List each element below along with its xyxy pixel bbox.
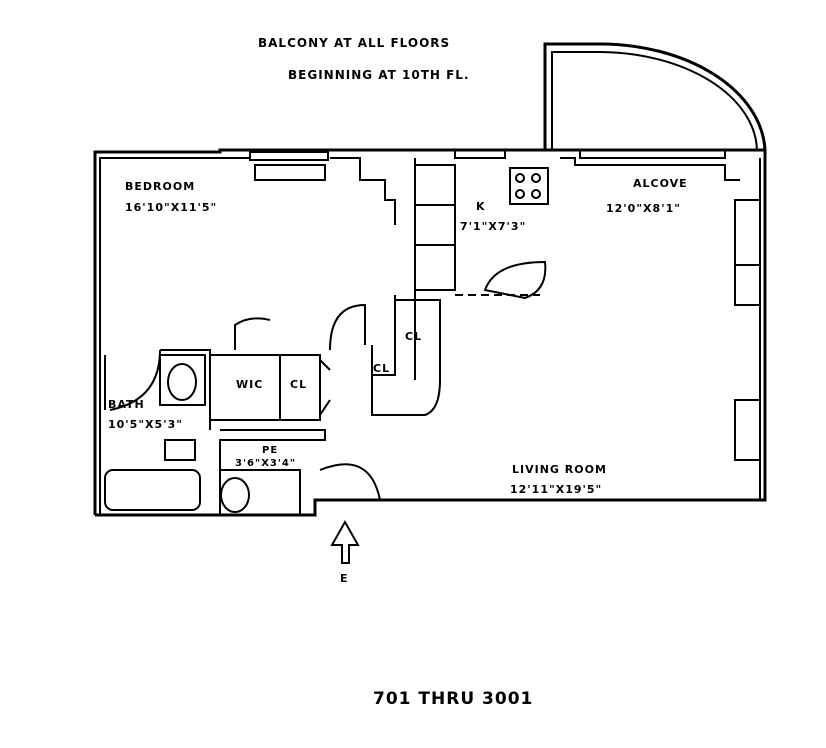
balcony-note-line1: BALCONY AT ALL FLOORS bbox=[258, 36, 450, 50]
kitchen-dims: 7'1"X7'3" bbox=[460, 220, 526, 233]
pe-label: PE bbox=[262, 445, 278, 456]
entry-arrow-icon bbox=[330, 519, 360, 564]
interior-walls bbox=[104, 295, 441, 515]
unit-range: 701 THRU 3001 bbox=[373, 689, 533, 709]
exterior-walls bbox=[93, 148, 767, 517]
kitchen-fixtures bbox=[414, 164, 549, 300]
bath-dims: 10'5"X5'3" bbox=[108, 418, 183, 431]
wic-label: WIC bbox=[236, 378, 263, 391]
closet-label: CL bbox=[405, 330, 422, 343]
bath-label: BATH bbox=[108, 398, 145, 411]
kitchen-label: K bbox=[476, 200, 486, 213]
living-room-label: LIVING ROOM bbox=[512, 463, 607, 476]
bedroom-label: BEDROOM bbox=[125, 180, 195, 193]
balcony bbox=[543, 42, 767, 151]
alcove-label: ALCOVE bbox=[633, 177, 688, 190]
entry-label: E bbox=[340, 572, 349, 585]
bedroom-dims: 16'10"X11'5" bbox=[125, 201, 217, 214]
pe-dims: 3'6"X3'4" bbox=[235, 458, 296, 469]
closet-label: CL bbox=[290, 378, 307, 391]
closet-label: CL bbox=[373, 362, 390, 375]
living-room-dims: 12'11"X19'5" bbox=[510, 483, 602, 496]
balcony-note-line2: BEGINNING AT 10TH FL. bbox=[288, 68, 470, 82]
alcove-dims: 12'0"X8'1" bbox=[606, 202, 681, 215]
